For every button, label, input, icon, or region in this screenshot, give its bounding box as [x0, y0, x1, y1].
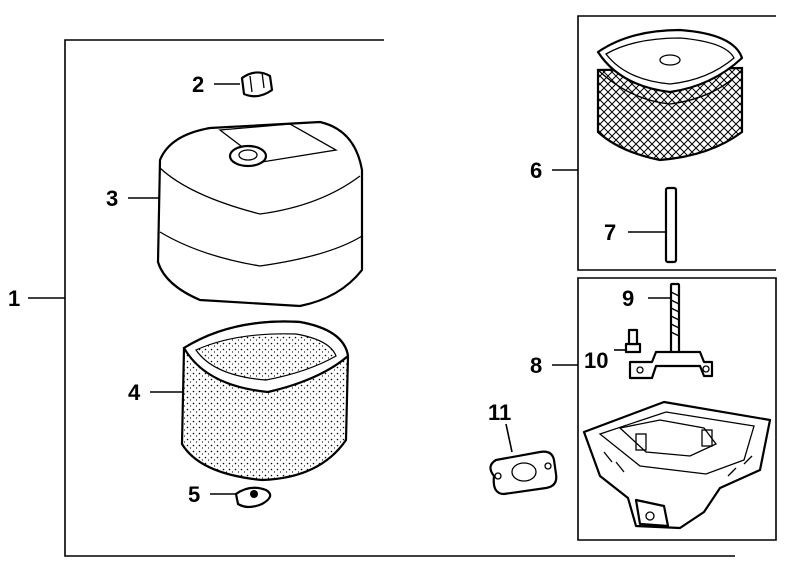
callout-4: 4: [128, 380, 141, 405]
assembly-bracket-1: [28, 39, 735, 557]
callout-3: 3: [106, 186, 118, 211]
paper-element-part: [596, 28, 744, 162]
gasket-part: [489, 423, 558, 496]
callout-1: 1: [8, 286, 20, 311]
pre-cleaner-part: [150, 320, 350, 482]
callout-10: 10: [584, 348, 608, 373]
callout-5: 5: [188, 482, 200, 507]
base-plate-part: [582, 400, 772, 530]
callout-7: 7: [604, 220, 616, 245]
seal-part: [210, 486, 272, 509]
screw-part: [614, 328, 642, 354]
callout-8: 8: [530, 353, 542, 378]
callout-2: 2: [192, 72, 204, 97]
wing-nut-part: [214, 71, 274, 98]
cover-part: [128, 120, 364, 308]
callout-6: 6: [530, 158, 542, 183]
group-box-8-10: [552, 277, 777, 541]
stud-part: [628, 186, 678, 264]
bolt-bracket-part: [628, 350, 714, 380]
callout-11: 11: [488, 400, 511, 425]
group-box-6-7: [552, 15, 776, 271]
callout-9: 9: [622, 286, 634, 311]
